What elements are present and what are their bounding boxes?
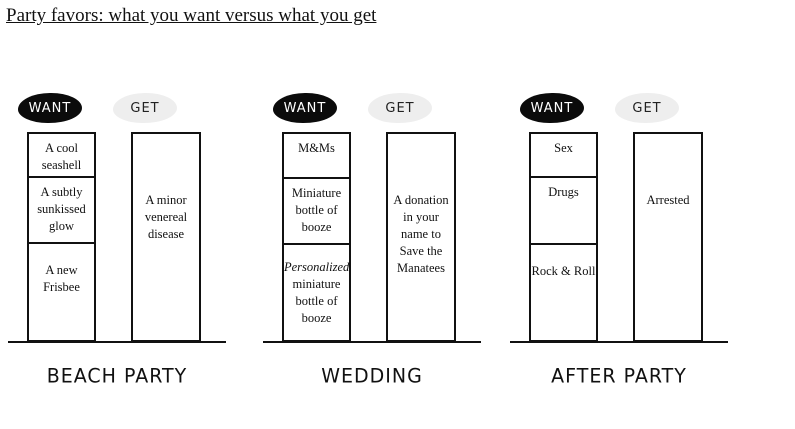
get-column: A minor venereal disease <box>131 132 201 342</box>
want-item: A new Frisbee <box>43 263 80 294</box>
beach-party-group: WANT GET A cool seashell A subtly sunkis… <box>8 90 238 390</box>
get-badge: GET <box>615 93 679 123</box>
wedding-group: WANT GET M&Ms Miniature bottle of booze … <box>263 90 493 390</box>
get-item: Arrested <box>646 193 690 207</box>
want-item: Drugs <box>531 178 596 245</box>
want-item-text: miniature bottle of booze <box>292 277 341 325</box>
ground-line <box>263 341 481 343</box>
want-badge: WANT <box>18 93 82 123</box>
get-column: A donation in your name to Save the Mana… <box>386 132 456 342</box>
want-item: A cool seashell <box>29 134 94 178</box>
get-column: Arrested <box>633 132 703 342</box>
after-party-group: WANT GET Sex Drugs Rock & Roll Arrested … <box>510 90 740 390</box>
want-item: Sex <box>531 134 596 178</box>
want-column: A cool seashell A subtly sunkissed glow … <box>27 132 96 342</box>
ground-line <box>8 341 226 343</box>
ground-line <box>510 341 728 343</box>
want-item: Rock & Roll <box>531 264 596 278</box>
get-badge: GET <box>113 93 177 123</box>
want-item-emphasis: Personalized <box>284 260 350 274</box>
get-item: A minor venereal disease <box>144 193 188 241</box>
want-item: A subtly sunkissed glow <box>29 178 94 244</box>
party-label: AFTER PARTY <box>551 364 687 388</box>
want-item: Miniature bottle of booze <box>284 179 349 245</box>
page-title: Party favors: what you want versus what … <box>6 5 377 26</box>
get-badge: GET <box>368 93 432 123</box>
party-label: BEACH PARTY <box>46 364 188 388</box>
get-item: A donation in your name to Save the Mana… <box>393 193 449 275</box>
want-badge: WANT <box>273 93 337 123</box>
party-label: WEDDING <box>321 364 423 388</box>
want-item: M&Ms <box>284 134 349 179</box>
want-badge: WANT <box>520 93 584 123</box>
want-item: Personalized miniature bottle of booze <box>284 245 349 340</box>
want-column: M&Ms Miniature bottle of booze Personali… <box>282 132 351 342</box>
want-column: Sex Drugs Rock & Roll <box>529 132 598 342</box>
